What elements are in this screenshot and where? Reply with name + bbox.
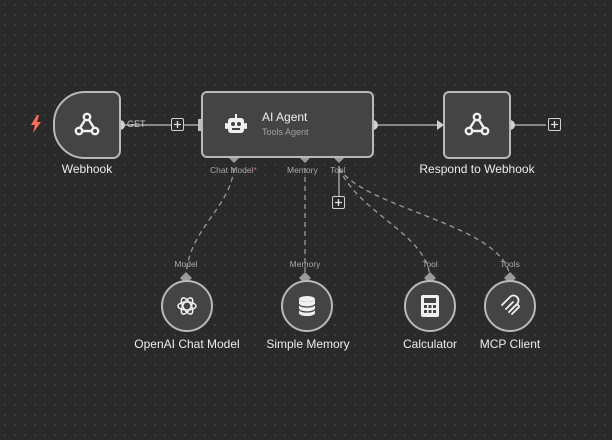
webhook-icon: [462, 110, 492, 140]
memory-connector-label: Memory: [287, 165, 318, 175]
simple-memory-node[interactable]: [281, 280, 333, 332]
tool-connector-label: Tool: [330, 165, 346, 175]
plus-icon: [550, 116, 559, 134]
webhook-icon: [72, 110, 102, 140]
memory-subnode-connector-label: Memory: [289, 259, 321, 269]
respond-add-button[interactable]: [548, 118, 561, 131]
openai-icon: [175, 294, 199, 318]
agent-subtitle: Tools Agent: [262, 127, 309, 137]
model-connector-label: Model: [174, 259, 198, 269]
openai-chat-model-label: OpenAI Chat Model: [134, 337, 240, 351]
tools-subnode-connector-label: Tools: [500, 259, 520, 269]
calculator-icon: [420, 294, 440, 318]
respond-to-webhook-node[interactable]: [443, 91, 511, 159]
webhook-node[interactable]: [53, 91, 121, 159]
webhook-method-label: GET: [127, 119, 146, 129]
chat-model-connector-label: Chat Model*: [210, 165, 257, 175]
respond-label: Respond to Webhook: [419, 162, 535, 176]
mcp-client-label: MCP Client: [479, 337, 541, 351]
agent-title: AI Agent: [262, 110, 308, 124]
simple-memory-label: Simple Memory: [266, 337, 350, 351]
mcp-icon: [498, 294, 522, 318]
tool-subnode-connector-label: Tool: [422, 259, 438, 269]
plus-icon: [173, 116, 182, 134]
database-icon: [296, 294, 318, 318]
mcp-client-node[interactable]: [484, 280, 536, 332]
tool-add-button[interactable]: [332, 196, 345, 209]
robot-icon: [223, 112, 249, 138]
trigger-bolt-icon: [30, 115, 42, 138]
webhook-add-button[interactable]: [171, 118, 184, 131]
calculator-label: Calculator: [402, 337, 458, 351]
calculator-node[interactable]: [404, 280, 456, 332]
plus-icon: [334, 194, 343, 212]
ai-agent-node[interactable]: [201, 91, 374, 158]
webhook-label: Webhook: [61, 162, 113, 176]
openai-chat-model-node[interactable]: [161, 280, 213, 332]
